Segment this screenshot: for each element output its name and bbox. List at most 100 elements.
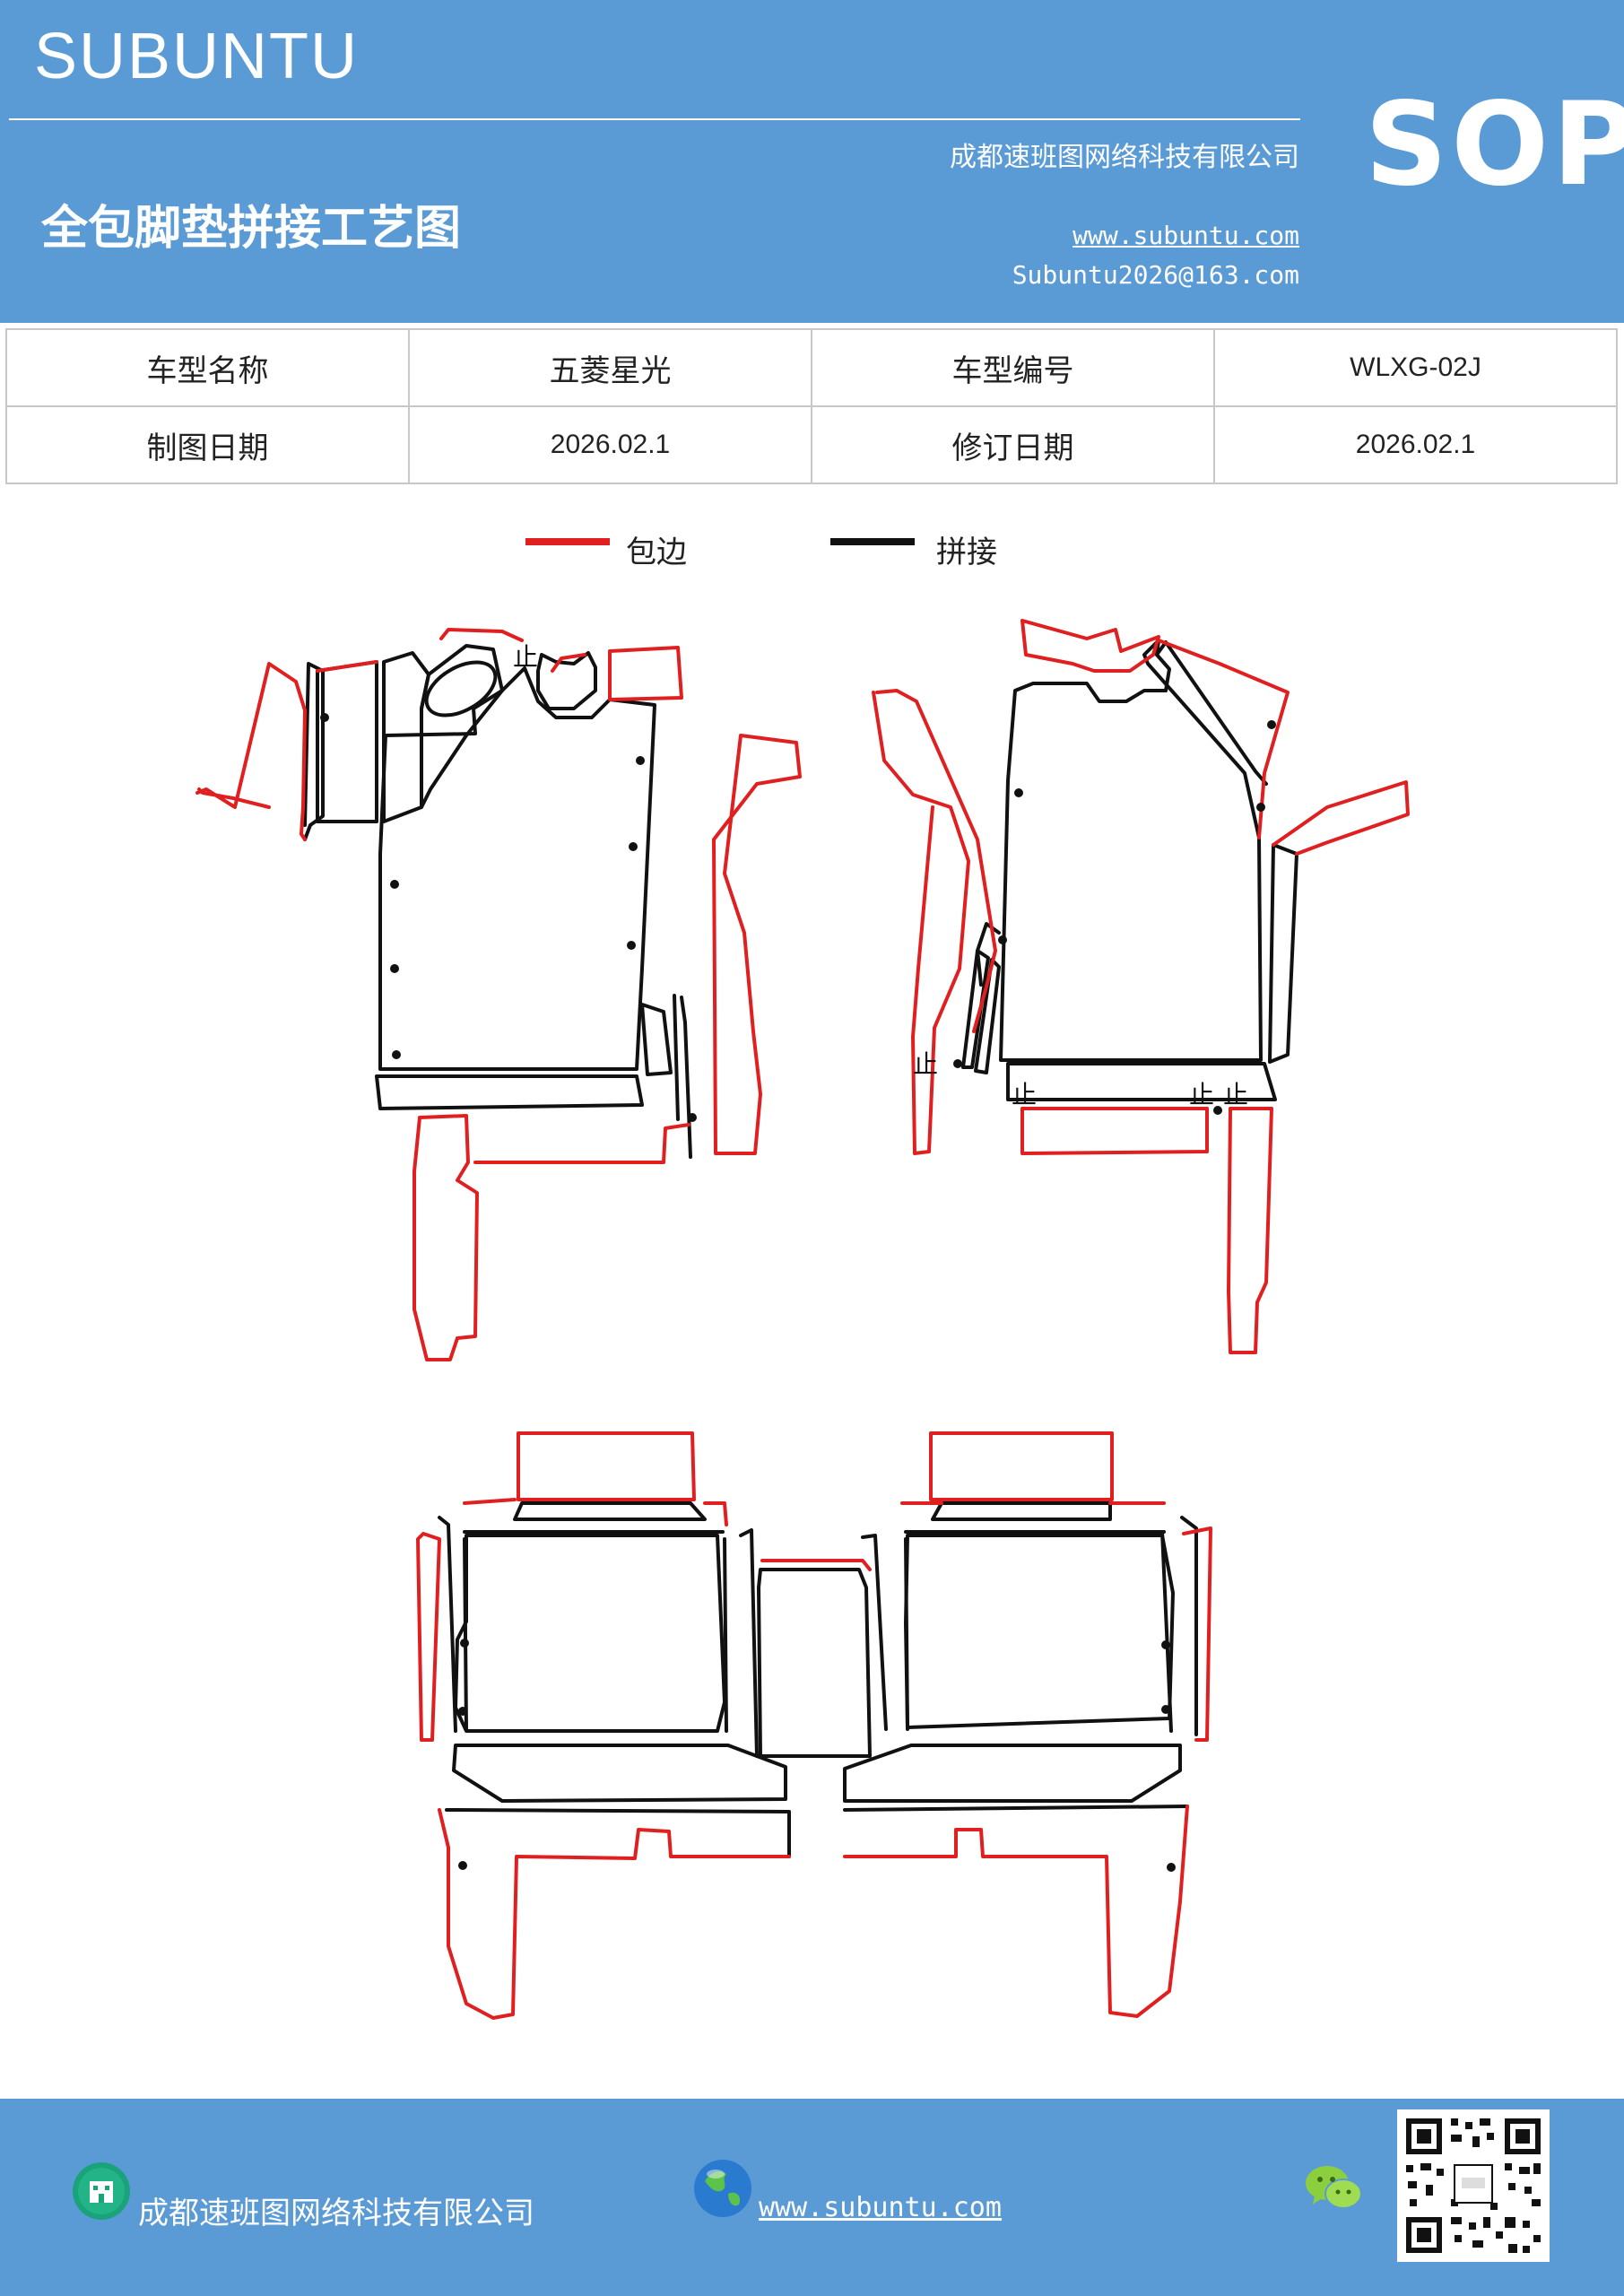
front-right-left-edge xyxy=(875,689,997,1033)
front-left-kick-edge xyxy=(316,660,378,673)
brand-logo-text: SUBUNTU xyxy=(34,21,360,92)
rear-left-floor-edge xyxy=(438,1808,791,2020)
rivet-dot xyxy=(458,1707,467,1716)
rivet-dot xyxy=(390,880,399,889)
rear-left-bolster-edge xyxy=(416,1532,441,1742)
rear-left-floor-seam xyxy=(445,1808,791,1858)
front-left-rear-edge xyxy=(473,1123,690,1164)
footer-band: 成都速班图网络科技有限公司 www.subuntu.com xyxy=(0,2099,1624,2296)
front-left-side-edge-2 xyxy=(197,787,271,809)
edge-legend-label: 包边 xyxy=(626,535,687,570)
stop-mark: 止 xyxy=(513,642,538,672)
floor-mat-pattern-drawing: 止 止 止 止 止 xyxy=(195,619,1410,2020)
model-code-value: WLXG-02J xyxy=(1213,328,1618,407)
rivet-dot xyxy=(1267,720,1276,729)
revision-date-label: 修订日期 xyxy=(811,405,1215,484)
rear-right-top-pad xyxy=(929,1431,1114,1501)
rear-left-bolster-seam xyxy=(438,1516,457,1733)
rivet-dot xyxy=(392,1050,401,1059)
front-right-side-edge xyxy=(1272,780,1410,856)
footer-website-link[interactable]: www.subuntu.com xyxy=(759,2192,1002,2223)
rear-right-bolster-seam xyxy=(1180,1516,1198,1736)
rivet-dot xyxy=(460,1639,469,1648)
front-right-side-panel xyxy=(1268,843,1298,1064)
table-row: 制图日期 2026.02.1 修订日期 2026.02.1 xyxy=(5,405,1618,484)
sop-badge: SOP xyxy=(1365,78,1624,212)
rear-right-seat-panel xyxy=(904,1534,1175,1729)
rear-center-top-edge xyxy=(760,1559,872,1571)
building-icon xyxy=(73,2162,130,2220)
rear-right-bolster-edge xyxy=(1182,1526,1212,1742)
globe-icon xyxy=(694,2160,751,2217)
rivet-dot xyxy=(320,713,329,722)
front-left-long-edge xyxy=(712,734,802,1155)
footer-company-name: 成都速班图网络科技有限公司 xyxy=(138,2196,534,2231)
stop-mark: 止 xyxy=(1012,1080,1037,1109)
model-code-label: 车型编号 xyxy=(811,328,1215,407)
rear-left-toe-strip xyxy=(513,1501,707,1521)
front-right-top-edge xyxy=(1020,619,1160,673)
qr-code[interactable] xyxy=(1397,2109,1550,2262)
rivet-dot xyxy=(998,935,1007,944)
front-right-rear-strip xyxy=(1006,1062,1277,1101)
front-right-rear-edge-strip xyxy=(1227,1107,1273,1354)
rivet-dot xyxy=(627,941,636,950)
front-right-arch-seam xyxy=(1155,640,1268,786)
front-left-rear-strip xyxy=(375,1074,644,1110)
rear-right-floor-seam xyxy=(843,1805,1189,1812)
stop-mark: 止 xyxy=(1223,1080,1248,1109)
rivet-dot xyxy=(458,1861,467,1870)
legend: 包边 拼接 xyxy=(0,527,1624,572)
rivet-dot xyxy=(1256,803,1265,812)
rear-right-seam-2 xyxy=(1160,1530,1173,1733)
rear-right-under-seat-strip xyxy=(843,1744,1182,1803)
join-legend-swatch xyxy=(830,538,915,545)
wechat-icon xyxy=(1306,2166,1362,2209)
front-right-rear-pad xyxy=(1020,1107,1209,1155)
rivet-dot xyxy=(1014,788,1023,797)
front-left-pedal-strip xyxy=(382,651,430,823)
rear-left-seat-panel xyxy=(454,1534,726,1733)
page-title: 全包脚垫拼接工艺图 xyxy=(41,202,462,256)
rivet-dot xyxy=(1161,1640,1170,1649)
rivet-dot xyxy=(629,842,638,851)
front-left-kick-panel xyxy=(316,660,378,823)
front-left-side-panel xyxy=(303,662,325,841)
front-left-top-pad xyxy=(608,646,683,701)
stop-mark: 止 xyxy=(913,1049,938,1079)
rear-right-floor-edge xyxy=(843,1805,1189,2018)
drawing-date-value: 2026.02.1 xyxy=(408,405,812,484)
header-divider xyxy=(9,118,1300,120)
vehicle-info-table: 车型名称 五菱星光 车型编号 WLXG-02J 制图日期 2026.02.1 修… xyxy=(5,328,1618,484)
header-company-name: 成都速班图网络科技有限公司 xyxy=(950,142,1299,173)
header-band: SUBUNTU 全包脚垫拼接工艺图 成都速班图网络科技有限公司 www.subu… xyxy=(0,0,1624,323)
rivet-dot xyxy=(1161,1705,1170,1714)
table-row: 车型名称 五菱星光 车型编号 WLXG-02J xyxy=(5,328,1618,407)
rivet-dot xyxy=(636,756,645,765)
rear-right-toe-strip xyxy=(931,1501,1112,1521)
header-website-link[interactable]: www.subuntu.com xyxy=(1073,221,1299,250)
front-left-arch-panel xyxy=(420,644,504,809)
front-left-rear-edge-strip xyxy=(413,1114,479,1361)
front-left-top-edge xyxy=(439,628,524,642)
front-right-left-edge-2 xyxy=(872,691,970,1155)
rear-left-under-seat-strip xyxy=(452,1744,787,1803)
front-left-pedal-cutout xyxy=(424,660,498,718)
front-left-seam xyxy=(680,996,692,1159)
front-left-corner-insert xyxy=(640,1003,673,1076)
rivet-dot xyxy=(953,1059,962,1068)
front-left-seam-2 xyxy=(673,994,680,1121)
rear-left-toe-edge xyxy=(463,1498,728,1526)
rear-center-tunnel-panel xyxy=(757,1568,872,1758)
front-right-kick-strip-a xyxy=(961,949,990,1069)
front-right-arch-edge xyxy=(1157,639,1290,839)
header-email[interactable]: Subuntu2026@163.com xyxy=(1012,260,1299,290)
rivet-dot xyxy=(688,1113,697,1122)
stop-mark: 止 xyxy=(1189,1080,1214,1109)
edge-legend-swatch xyxy=(525,538,610,545)
front-left-heel-edge xyxy=(551,653,586,673)
front-left-side-edge xyxy=(195,662,307,841)
rear-center-bolster-seam-right xyxy=(739,1528,759,1758)
rivet-dot xyxy=(1213,1106,1222,1115)
rivet-dot xyxy=(390,964,399,973)
